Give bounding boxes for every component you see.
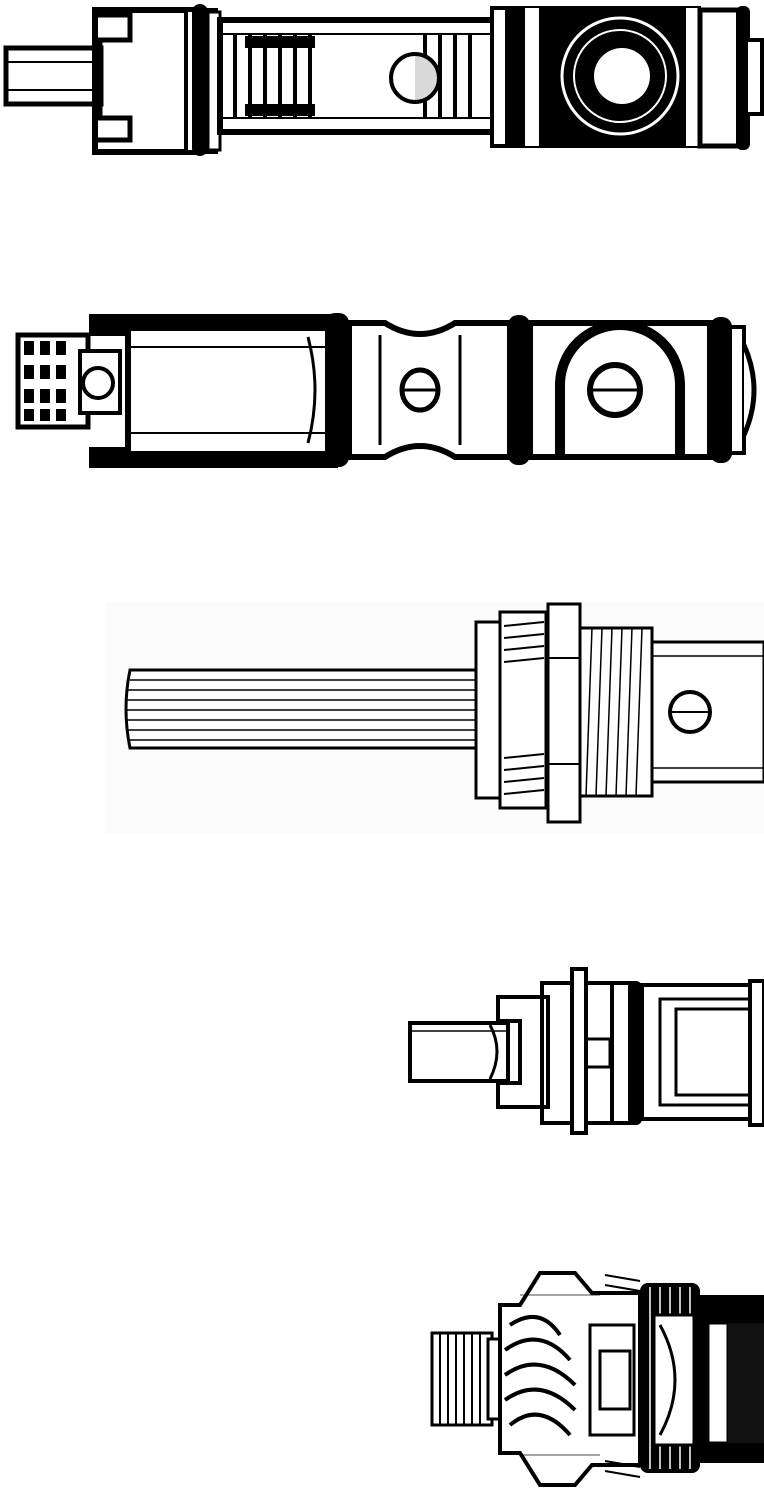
- cartridge-4-icon: [408, 967, 764, 1135]
- cartridge-4: [0, 965, 764, 1140]
- cartridge-3-icon: [105, 602, 764, 834]
- cartridge-2-icon: [15, 313, 757, 468]
- cartridge-2: [0, 305, 764, 475]
- cartridge-1-icon: [3, 4, 764, 156]
- cartridge-5: [0, 1265, 764, 1490]
- cartridge-3: [0, 598, 764, 838]
- cartridge-5-icon: [430, 1271, 764, 1487]
- cartridge-1: [0, 0, 764, 160]
